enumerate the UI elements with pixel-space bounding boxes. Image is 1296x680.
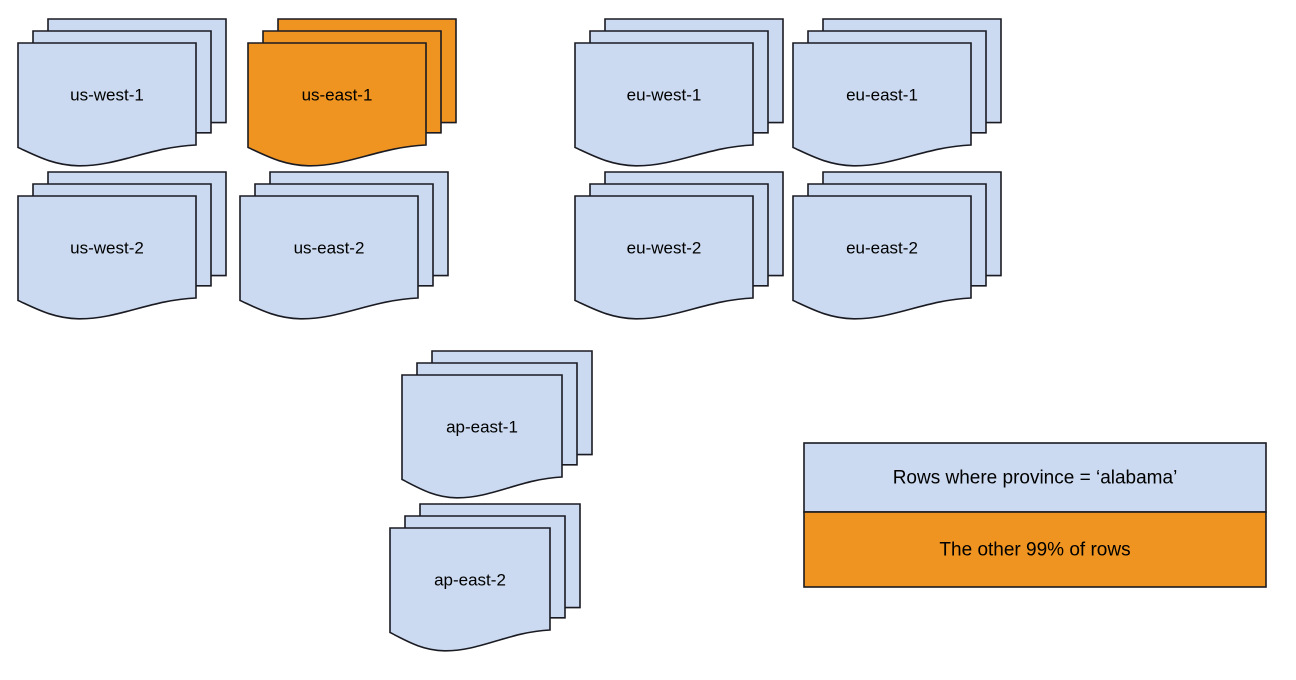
stack-sheet-front[interactable] xyxy=(792,195,972,320)
document-stack-us-west-1[interactable]: us-west-1 xyxy=(17,18,227,167)
stack-sheet-front[interactable] xyxy=(17,42,197,167)
legend-swatch xyxy=(803,442,1267,513)
document-stack-eu-west-1[interactable]: eu-west-1 xyxy=(574,18,784,167)
stack-sheet-front[interactable] xyxy=(792,42,972,167)
document-stack-us-east-2[interactable]: us-east-2 xyxy=(239,171,449,320)
stack-sheet-front[interactable] xyxy=(574,42,754,167)
stack-sheet-front[interactable] xyxy=(389,527,551,652)
stack-sheet-front[interactable] xyxy=(239,195,419,320)
stack-sheet-front[interactable] xyxy=(247,42,427,167)
stack-sheet-front[interactable] xyxy=(574,195,754,320)
document-stack-ap-east-1[interactable]: ap-east-1 xyxy=(401,350,593,499)
document-stack-eu-east-2[interactable]: eu-east-2 xyxy=(792,171,1002,320)
legend-swatch xyxy=(803,511,1267,588)
document-stack-us-east-1[interactable]: us-east-1 xyxy=(247,18,457,167)
legend-row-2: The other 99% of rows xyxy=(803,511,1267,588)
document-stack-us-west-2[interactable]: us-west-2 xyxy=(17,171,227,320)
document-stack-eu-east-1[interactable]: eu-east-1 xyxy=(792,18,1002,167)
legend-layer: Rows where province = ‘alabama’The other… xyxy=(803,442,1267,588)
legend-row-1: Rows where province = ‘alabama’ xyxy=(803,442,1267,513)
stack-sheet-front[interactable] xyxy=(401,374,563,499)
stack-sheet-front[interactable] xyxy=(17,195,197,320)
document-stack-ap-east-2[interactable]: ap-east-2 xyxy=(389,503,581,652)
document-stack-eu-west-2[interactable]: eu-west-2 xyxy=(574,171,784,320)
